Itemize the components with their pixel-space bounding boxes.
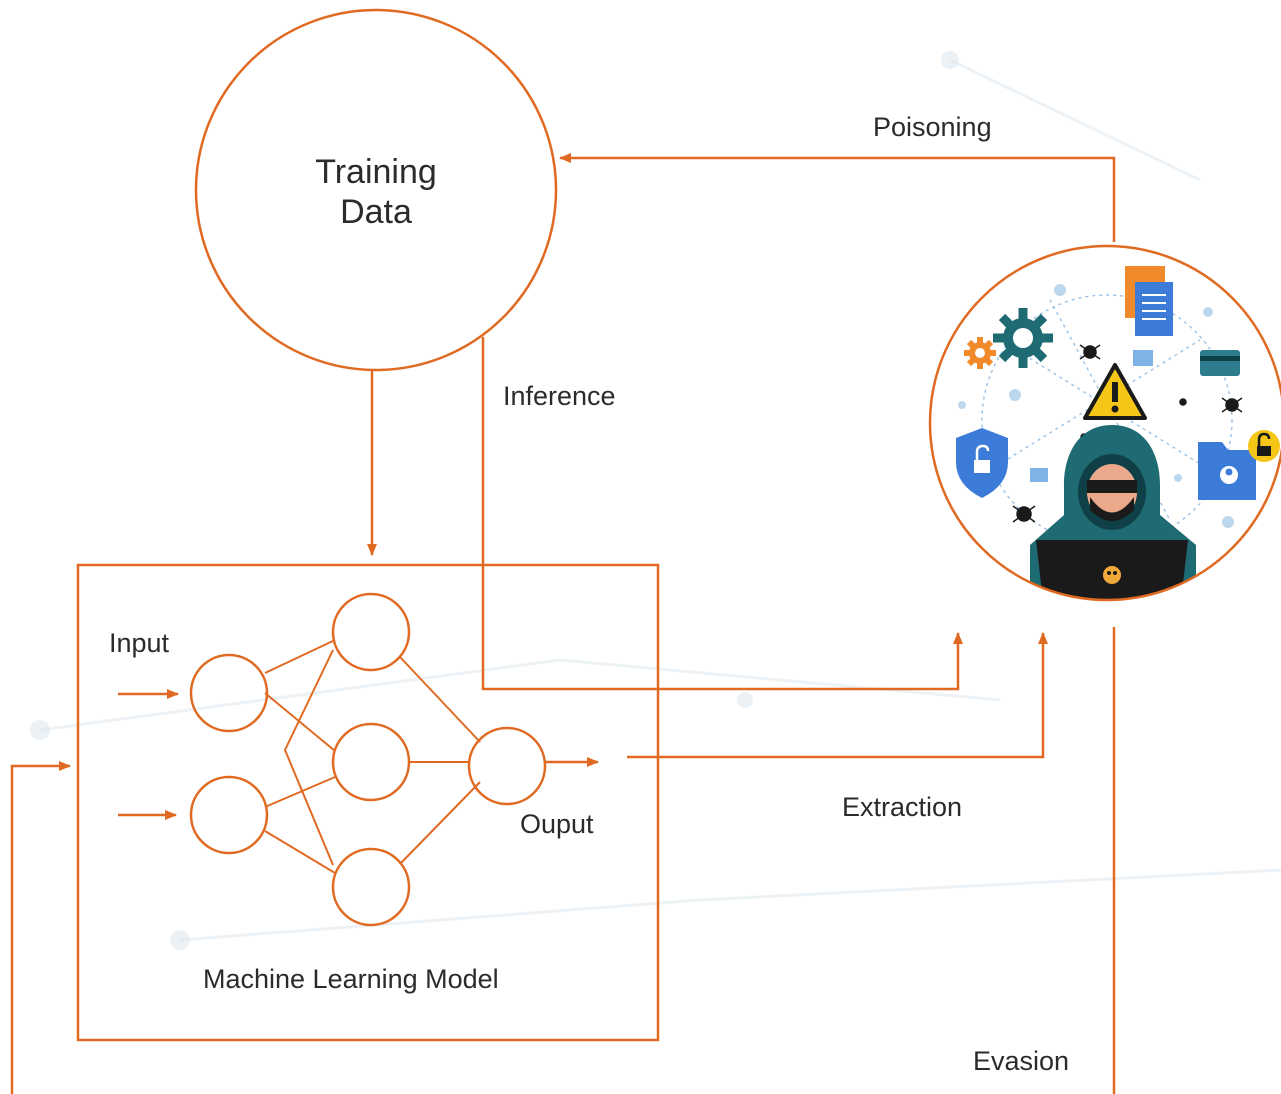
extraction-arrow [627,632,1048,759]
documents-icon [1125,266,1173,336]
padlock-icon [1248,430,1280,462]
bug-icon [1012,344,1243,523]
poisoning-arrow [559,153,1116,242]
neuron-output [467,726,547,806]
model-label: Machine Learning Model [203,964,499,994]
output-label: Ouput [520,809,594,839]
input-label: Input [109,628,170,658]
warning-triangle-icon [1083,363,1147,420]
gear-small-icon [964,337,996,369]
neuron-hidden-3 [331,847,411,927]
shield-lock-icon [956,428,1008,498]
poisoning-label: Poisoning [873,112,992,142]
neuron-input-2 [189,775,269,855]
training-data-circle [194,8,558,372]
hooded-hacker-with-laptop-icon [1030,425,1196,600]
training-data-label-line2: Data [340,193,412,231]
training-data-label-line1: Training [315,153,437,191]
neuron-hidden-2 [331,722,411,802]
gear-icon [993,308,1053,368]
neuron-hidden-1 [331,592,411,672]
credit-card-icon [1200,350,1240,376]
image-icon [1030,350,1153,482]
inference-label: Inference [503,381,616,411]
evasion-label: Evasion [973,1046,1070,1076]
network-edges [264,639,481,874]
inference-arrow [481,337,963,691]
neuron-input-1 [189,653,269,733]
model-box [76,563,660,1042]
attacker-illustration [928,244,1281,602]
evasion-return-arrow [10,761,71,1094]
user-folder-icon [1198,442,1256,500]
extraction-label: Extraction [842,792,963,822]
